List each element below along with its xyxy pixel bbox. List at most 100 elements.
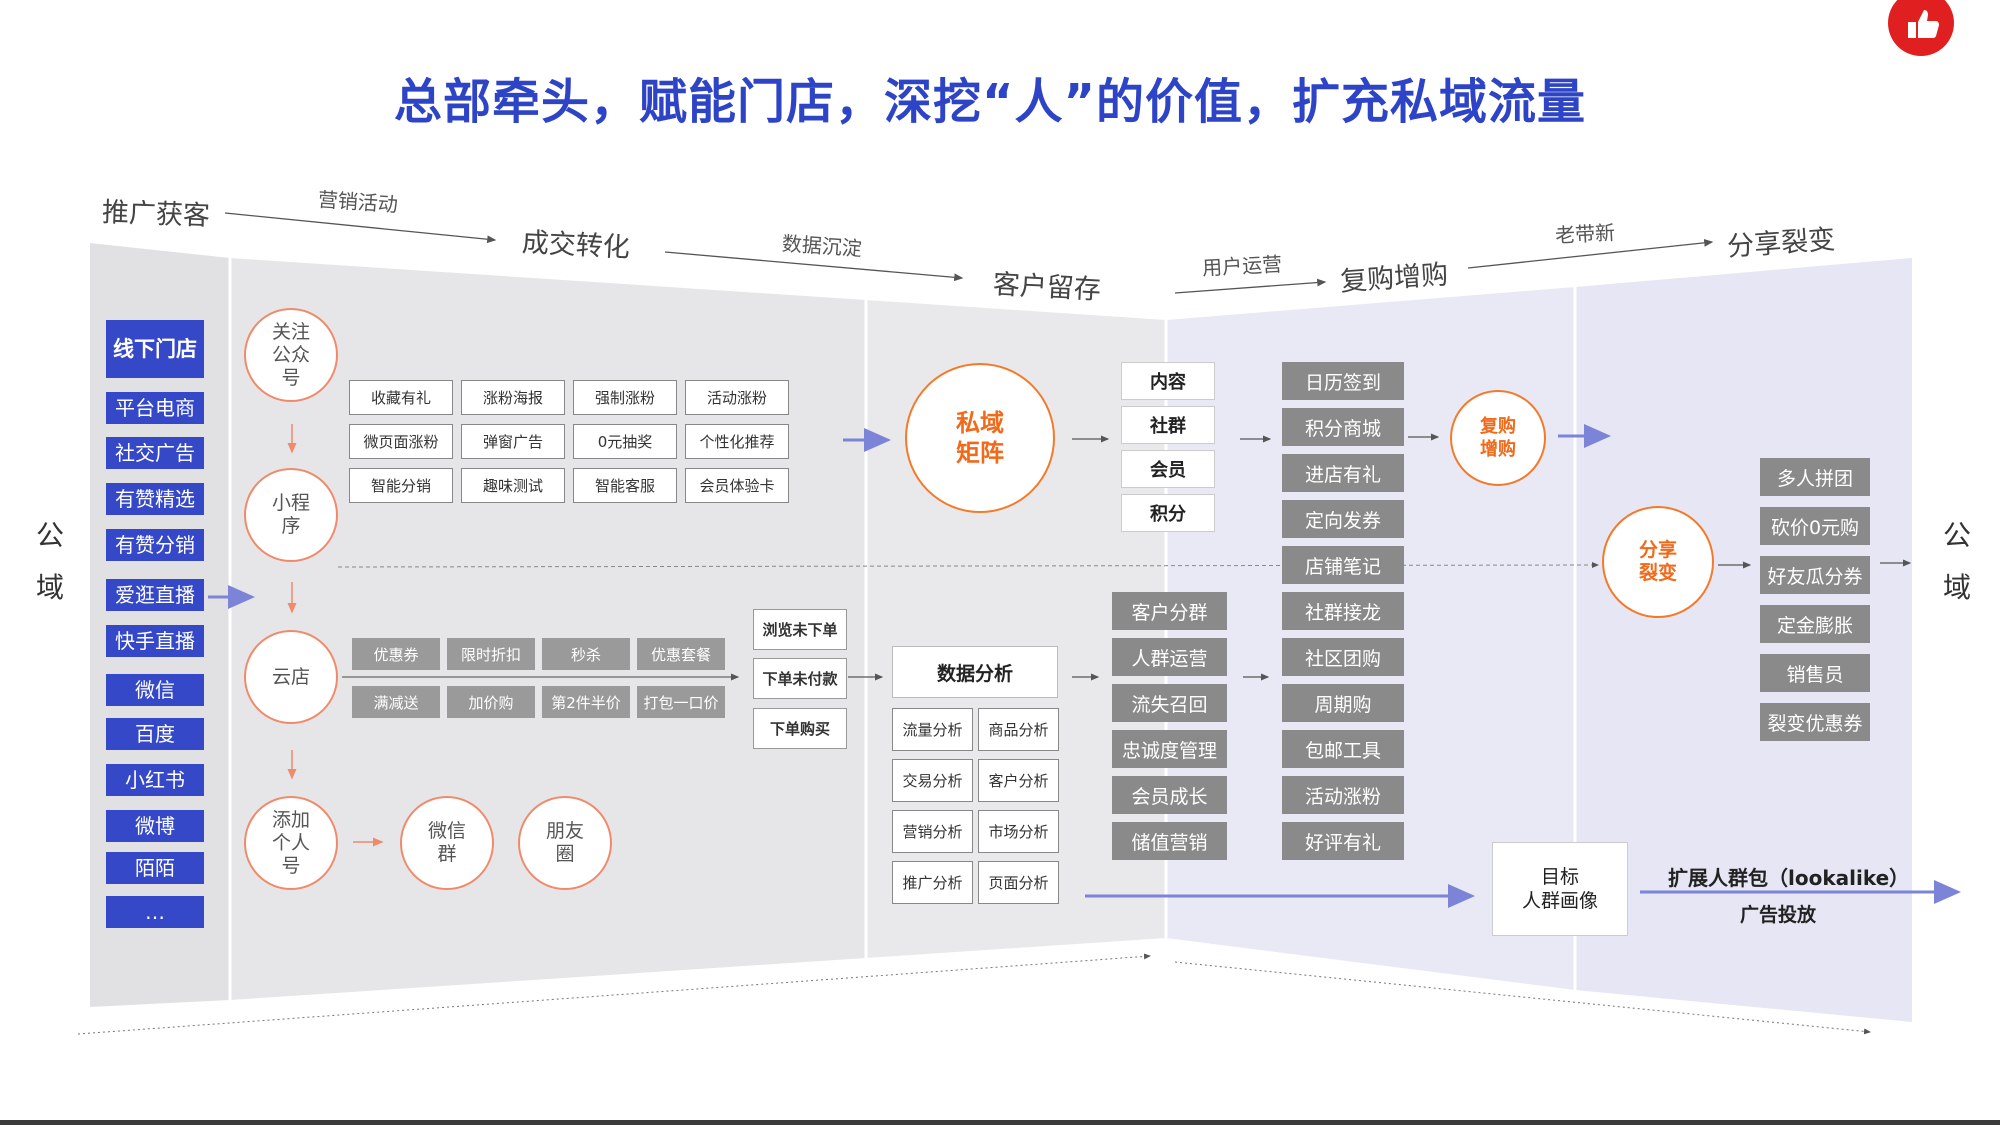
repurchase-tool-item[interactable]: 社区团购 bbox=[1282, 638, 1404, 676]
channel-social-ads[interactable]: 社交广告 bbox=[106, 437, 204, 469]
order-unpaid[interactable]: 下单未付款 bbox=[753, 658, 847, 699]
promotion-item[interactable]: 优惠套餐 bbox=[637, 638, 725, 670]
analysis-item[interactable]: 推广分析 bbox=[892, 861, 973, 904]
promotion-item[interactable]: 秒杀 bbox=[542, 638, 630, 670]
promotion-item[interactable]: 打包一口价 bbox=[637, 686, 725, 718]
fission-tool-item[interactable]: 裂变优惠券 bbox=[1760, 703, 1870, 741]
channel-kuaishou-live[interactable]: 快手直播 bbox=[106, 625, 204, 657]
analysis-item[interactable]: 市场分析 bbox=[978, 810, 1059, 853]
order-browse-no-order[interactable]: 浏览未下单 bbox=[753, 609, 847, 650]
matrix-item[interactable]: 会员 bbox=[1121, 450, 1215, 488]
growth-tactic-item[interactable]: 智能分销 bbox=[349, 468, 453, 503]
repurchase-tool-item[interactable]: 好评有礼 bbox=[1282, 822, 1404, 860]
public-domain-right: 公域 bbox=[1942, 519, 1971, 604]
channel-xiaohongshu[interactable]: 小红书 bbox=[106, 764, 204, 796]
thumbs-up-icon bbox=[1908, 10, 1939, 38]
growth-tactic-item[interactable]: 活动涨粉 bbox=[685, 380, 789, 415]
promotion-item[interactable]: 第2件半价 bbox=[542, 686, 630, 718]
customer-op-item[interactable]: 人群运营 bbox=[1112, 638, 1227, 676]
channel-weibo[interactable]: 微博 bbox=[106, 810, 204, 842]
growth-tactic-item[interactable]: 涨粉海报 bbox=[461, 380, 565, 415]
transition-referral: 老带新 bbox=[1554, 220, 1616, 248]
repurchase-tool-item[interactable]: 日历签到 bbox=[1282, 362, 1404, 400]
growth-tactic-item[interactable]: 智能客服 bbox=[573, 468, 677, 503]
repurchase-tool-item[interactable]: 活动涨粉 bbox=[1282, 776, 1404, 814]
matrix-item[interactable]: 内容 bbox=[1121, 362, 1215, 400]
repurchase-circle[interactable]: 复购 增购 bbox=[1450, 390, 1546, 486]
public-domain-left: 公域 bbox=[35, 519, 64, 604]
repurchase-tool-item[interactable]: 进店有礼 bbox=[1282, 454, 1404, 492]
growth-tactic-item[interactable]: 收藏有礼 bbox=[349, 380, 453, 415]
cloud-store-circle[interactable]: 云店 bbox=[244, 630, 338, 724]
fission-circle[interactable]: 分享 裂变 bbox=[1602, 506, 1714, 618]
repurchase-tool-item[interactable]: 定向发券 bbox=[1282, 500, 1404, 538]
growth-tactic-item[interactable]: 会员体验卡 bbox=[685, 468, 789, 503]
transition-data: 数据沉淀 bbox=[781, 231, 863, 261]
stage-retention: 客户留存 bbox=[992, 269, 1102, 306]
promotion-item[interactable]: 满减送 bbox=[352, 686, 440, 718]
stage-conversion: 成交转化 bbox=[521, 227, 631, 264]
order-purchased[interactable]: 下单购买 bbox=[753, 708, 847, 749]
fission-tool-item[interactable]: 多人拼团 bbox=[1760, 458, 1870, 496]
channel-offline-store[interactable]: 线下门店 bbox=[106, 320, 204, 378]
promotion-item[interactable]: 优惠券 bbox=[352, 638, 440, 670]
data-analysis-title[interactable]: 数据分析 bbox=[892, 646, 1058, 698]
growth-tactic-item[interactable]: 弹窗广告 bbox=[461, 424, 565, 459]
repurchase-tool-item[interactable]: 社群接龙 bbox=[1282, 592, 1404, 630]
transition-marketing: 营销活动 bbox=[317, 187, 399, 217]
channel-wechat[interactable]: 微信 bbox=[106, 674, 204, 706]
channel-platform-ecom[interactable]: 平台电商 bbox=[106, 392, 204, 424]
like-badge[interactable] bbox=[1888, 0, 1954, 56]
analysis-item[interactable]: 营销分析 bbox=[892, 810, 973, 853]
promotion-item[interactable]: 加价购 bbox=[447, 686, 535, 718]
fission-tool-item[interactable]: 好友瓜分券 bbox=[1760, 556, 1870, 594]
growth-tactic-item[interactable]: 微页面涨粉 bbox=[349, 424, 453, 459]
transition-user-ops: 用户运营 bbox=[1201, 251, 1283, 281]
fission-tool-item[interactable]: 定金膨胀 bbox=[1760, 605, 1870, 643]
growth-tactic-item[interactable]: 趣味测试 bbox=[461, 468, 565, 503]
stage-fission: 分享裂变 bbox=[1726, 224, 1837, 263]
analysis-item[interactable]: 交易分析 bbox=[892, 759, 973, 802]
analysis-item[interactable]: 客户分析 bbox=[978, 759, 1059, 802]
ad-delivery-label: 广告投放 bbox=[1740, 904, 1817, 926]
customer-op-item[interactable]: 忠诚度管理 bbox=[1112, 730, 1227, 768]
matrix-item[interactable]: 社群 bbox=[1121, 406, 1215, 444]
repurchase-tool-item[interactable]: 积分商城 bbox=[1282, 408, 1404, 446]
growth-tactic-item[interactable]: 强制涨粉 bbox=[573, 380, 677, 415]
channel-youzan-select[interactable]: 有赞精选 bbox=[106, 483, 204, 515]
customer-op-item[interactable]: 流失召回 bbox=[1112, 684, 1227, 722]
channel-aiguang-live[interactable]: 爱逛直播 bbox=[106, 579, 204, 611]
mini-program-circle[interactable]: 小程 序 bbox=[244, 468, 338, 562]
channel-youzan-distribution[interactable]: 有赞分销 bbox=[106, 529, 204, 561]
panel-fission bbox=[1575, 258, 1912, 1022]
moments-circle[interactable]: 朋友 圈 bbox=[518, 796, 612, 890]
lookalike-label: 扩展人群包（lookalike） bbox=[1668, 866, 1910, 890]
official-account-circle[interactable]: 关注 公众 号 bbox=[244, 308, 338, 402]
fission-tool-item[interactable]: 销售员 bbox=[1760, 654, 1870, 692]
customer-op-item[interactable]: 会员成长 bbox=[1112, 776, 1227, 814]
personal-account-circle[interactable]: 添加 个人 号 bbox=[244, 796, 338, 890]
promotion-item[interactable]: 限时折扣 bbox=[447, 638, 535, 670]
target-persona-box[interactable]: 目标 人群画像 bbox=[1492, 842, 1628, 936]
analysis-item[interactable]: 流量分析 bbox=[892, 708, 973, 751]
growth-tactic-item[interactable]: 0元抽奖 bbox=[573, 424, 677, 459]
analysis-item[interactable]: 商品分析 bbox=[978, 708, 1059, 751]
matrix-item[interactable]: 积分 bbox=[1121, 494, 1215, 532]
page-title: 总部牵头，赋能门店，深挖“人”的价值，扩充私域流量 bbox=[393, 74, 1587, 130]
repurchase-tool-item[interactable]: 店铺笔记 bbox=[1282, 546, 1404, 584]
customer-op-item[interactable]: 储值营销 bbox=[1112, 822, 1227, 860]
stage-repurchase: 复购增购 bbox=[1339, 259, 1450, 298]
analysis-item[interactable]: 页面分析 bbox=[978, 861, 1059, 904]
growth-tactic-item[interactable]: 个性化推荐 bbox=[685, 424, 789, 459]
repurchase-tool-item[interactable]: 周期购 bbox=[1282, 684, 1404, 722]
wechat-group-circle[interactable]: 微信 群 bbox=[400, 796, 494, 890]
repurchase-tool-item[interactable]: 包邮工具 bbox=[1282, 730, 1404, 768]
channel-more[interactable]: … bbox=[106, 896, 204, 928]
customer-op-item[interactable]: 客户分群 bbox=[1112, 592, 1227, 630]
channel-baidu[interactable]: 百度 bbox=[106, 718, 204, 750]
private-matrix-circle[interactable]: 私域 矩阵 bbox=[905, 363, 1055, 513]
fission-tool-item[interactable]: 砍价0元购 bbox=[1760, 507, 1870, 545]
channel-momo[interactable]: 陌陌 bbox=[106, 852, 204, 884]
